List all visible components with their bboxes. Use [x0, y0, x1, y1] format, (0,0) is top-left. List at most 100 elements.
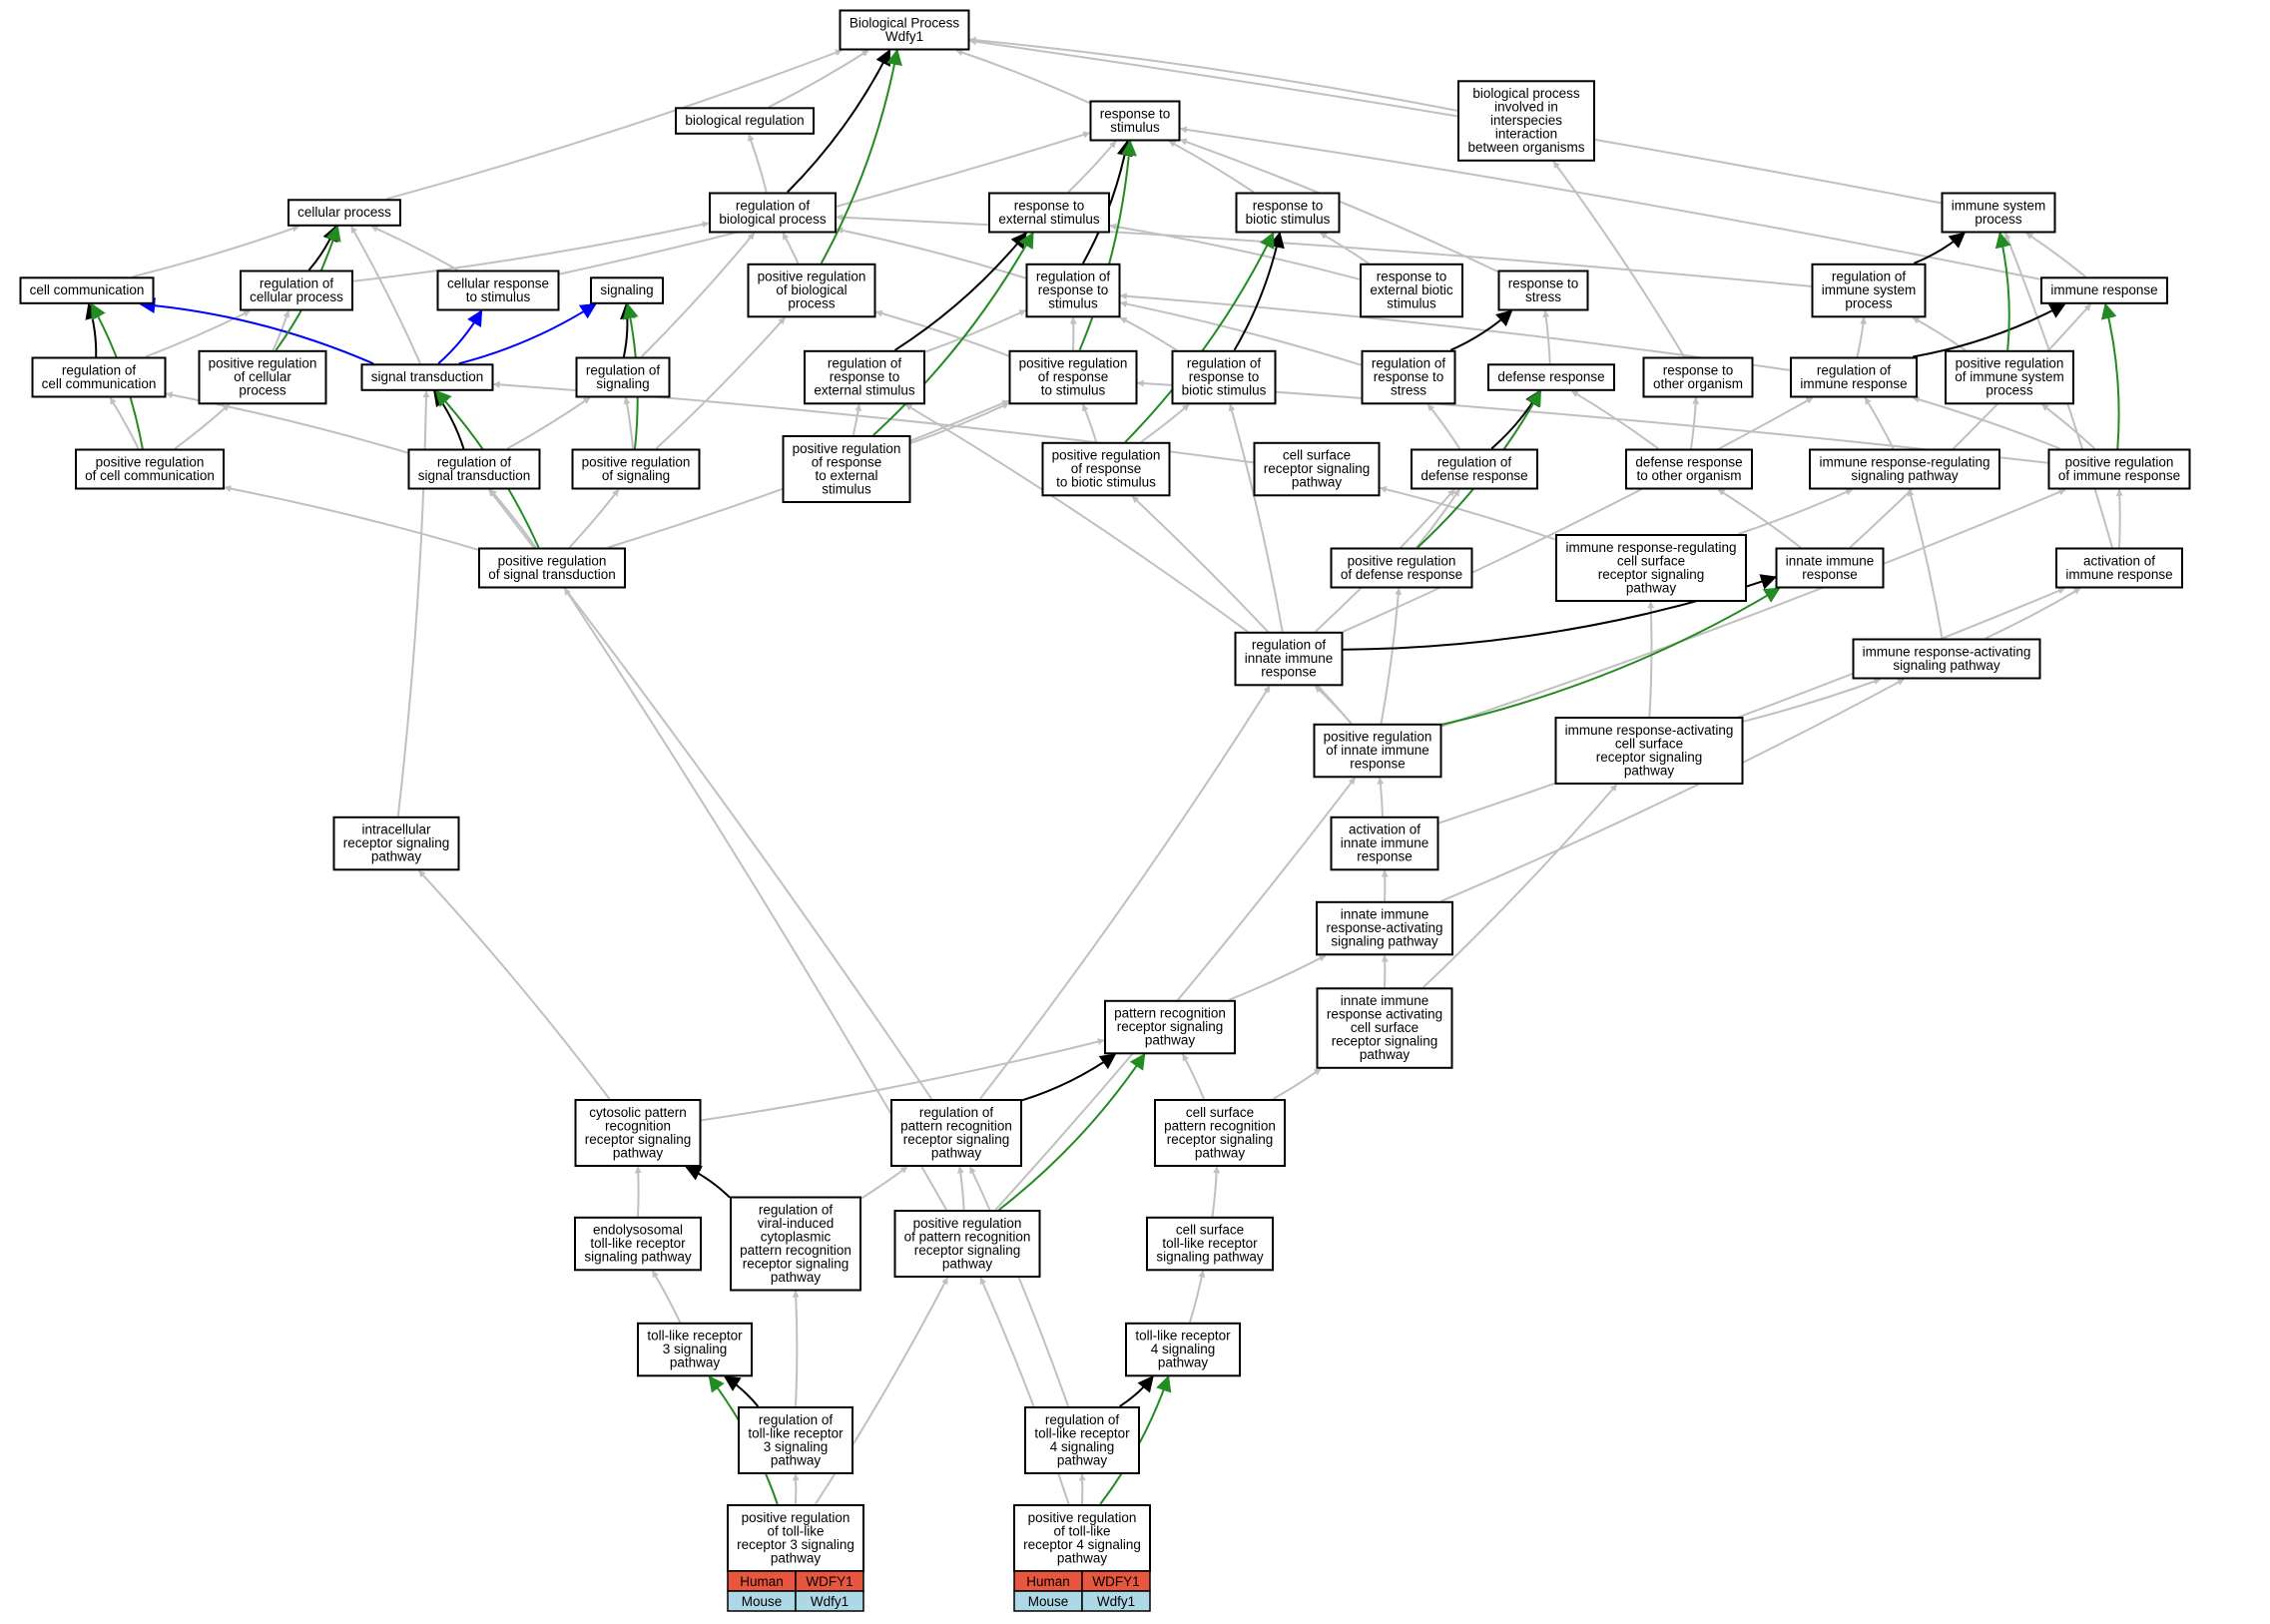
edge-is-a-pos_reg_sig_trans-to-pos_reg_signaling: [568, 488, 620, 549]
go-term-label-line: pattern recognition: [1114, 1006, 1226, 1021]
go-term-immune-resp[interactable]: immune response: [2040, 276, 2168, 304]
edge-is-a-resp_ext-to-resp_stim: [1067, 140, 1117, 194]
go-term-innate-act-sig[interactable]: innate immuneresponse-activatingsignalin…: [1316, 900, 1453, 956]
go-term-label-line: immune response: [2065, 567, 2172, 582]
go-term-label-line: cell surface: [1176, 1223, 1244, 1238]
edge-is-a-resp_other_org-to-interspecies: [1552, 161, 1686, 358]
go-term-cell-comm[interactable]: cell communication: [19, 276, 155, 304]
go-term-label-line: receptor signaling: [903, 1132, 1010, 1147]
go-term-label-line: receptor 4 signaling: [1023, 1537, 1141, 1552]
edge-is-a-pos_reg_resp_biotic-to-reg_resp_biotic: [1140, 403, 1190, 443]
go-term-label-line: regulation of: [1187, 356, 1262, 371]
edge-is-a-reg_tlr4-to-reg_prr: [968, 1166, 1070, 1407]
go-term-label-line: of pattern recognition: [904, 1229, 1031, 1244]
go-term-label-line: biological regulation: [685, 113, 804, 128]
go-term-signaling[interactable]: signaling: [590, 276, 664, 304]
go-term-label-line: pathway: [1360, 1047, 1411, 1062]
go-term-label-line: pattern recognition: [1164, 1118, 1276, 1133]
go-term-bioreg[interactable]: biological regulation: [675, 107, 815, 135]
go-term-cell-proc[interactable]: cellular process: [287, 199, 401, 227]
go-term-label-line: to stimulus: [1041, 383, 1106, 398]
go-term-label-line: regulation of: [586, 362, 661, 377]
species-cell: Mouse: [727, 1590, 797, 1612]
go-term-reg-viral[interactable]: regulation ofviral-inducedcytoplasmicpat…: [730, 1196, 861, 1292]
go-term-defense[interactable]: defense response: [1487, 363, 1615, 391]
go-term-label-line: cellular process: [250, 289, 343, 304]
gene-symbol-label: Wdfy1: [811, 1594, 849, 1609]
go-term-label-line: of immune system: [1955, 369, 2064, 384]
go-term-label-line: cell surface: [1283, 448, 1351, 463]
go-term-sig-trans[interactable]: signal transduction: [360, 363, 494, 391]
edge-is-a-pos_reg_tlr3-to-pos_reg_prr: [814, 1277, 949, 1505]
edge-is-a-pos_reg_innate-to-pos_reg_resp_biotic: [1131, 495, 1353, 725]
go-term-label-line: toll-like receptor: [1034, 1425, 1130, 1440]
go-term-label-line: regulation of: [1045, 1412, 1120, 1427]
go-term-label-line: positive regulation: [742, 1510, 851, 1525]
go-term-label-line: toll-like receptor: [647, 1329, 743, 1344]
species-label: Mouse: [1028, 1594, 1069, 1609]
go-term-label-line: positive regulation: [1028, 1510, 1137, 1525]
go-term-label-line: signaling pathway: [584, 1250, 692, 1265]
